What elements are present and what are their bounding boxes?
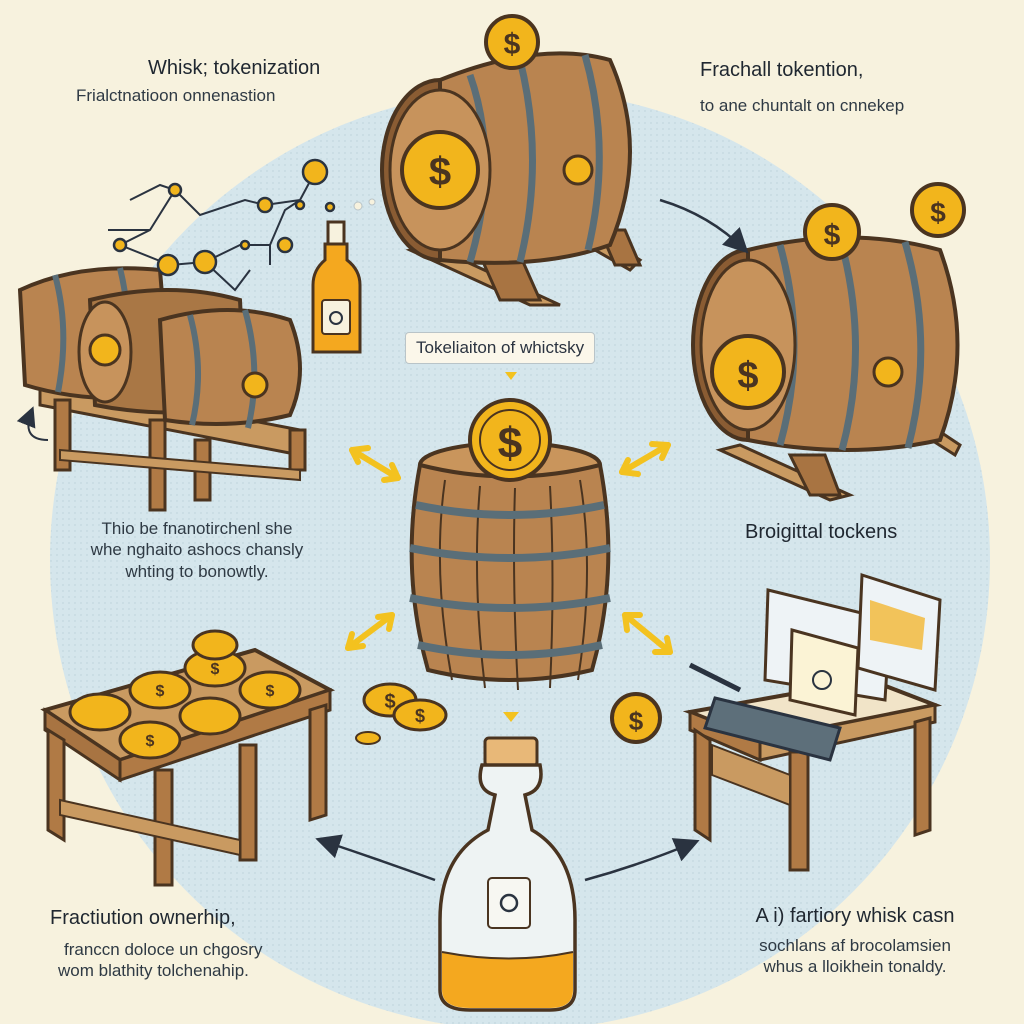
mid-left-line: Thio be fnanotirchenl she [101, 519, 293, 538]
mid-left-label: Thio be fnanotirchenl she whe nghaito as… [52, 518, 342, 582]
svg-text:$: $ [737, 355, 758, 397]
title-block: Whisk; tokenization Frialctnatioon onnen… [76, 56, 348, 106]
mid-right-text: Broigittal tockens [745, 521, 898, 543]
center-label: Tokeliaiton of whictsky [405, 332, 596, 364]
bottom-left-line: franccn doloce un chgosry [64, 940, 263, 959]
barrel-rack-icon [17, 266, 307, 512]
computer-icon [682, 572, 943, 872]
mid-left-line: whting to bonowtly. [125, 561, 269, 581]
bottom-right-line: whus a lloikhein tonaldy. [763, 957, 947, 977]
title: Whisk; tokenization [148, 57, 321, 79]
flow-arrow [315, 198, 749, 882]
coin-stack-icon: $ $ $ [355, 682, 662, 745]
svg-text:$: $ [930, 197, 946, 228]
bottom-right-label: A i) fartiory whisk casn sochlans af bro… [725, 904, 985, 978]
bottom-left-label: Fractiution ownerhip, franccn doloce un … [50, 906, 320, 982]
top-right-subtitle: to ane chuntalt on cnnekep [700, 96, 905, 115]
right-barrel-icon: $ $ $ [691, 182, 966, 502]
whisky-bottle-icon [438, 736, 577, 1012]
svg-text:$: $ [429, 150, 451, 194]
top-barrel-icon: $ $ [380, 14, 643, 307]
svg-text:$: $ [415, 706, 425, 726]
mid-right-label: Broigittal tockens [745, 520, 1015, 545]
bottom-right-line: sochlans af brocolamsien [759, 936, 951, 955]
svg-text:$: $ [384, 691, 395, 713]
svg-text:$: $ [266, 683, 275, 700]
mid-left-line: whe nghaito ashocs chansly [90, 540, 304, 560]
small-bottle-icon [311, 220, 362, 354]
bottom-right-title: A i) fartiory whisk casn [755, 905, 955, 927]
svg-text:$: $ [156, 683, 165, 700]
subtitle: Frialctnatioon onnenastion [76, 86, 276, 105]
svg-text:$: $ [146, 733, 155, 750]
crate-icon: $ $ $ $ [40, 629, 336, 887]
svg-text:$: $ [504, 28, 521, 61]
bottom-left-title: Fractiution ownerhip, [50, 907, 236, 929]
network-icon [108, 171, 316, 292]
svg-text:$: $ [629, 706, 644, 736]
svg-text:$: $ [211, 661, 220, 678]
bottom-left-line: wom blathity tolchenahip. [58, 961, 249, 981]
svg-text:$: $ [498, 419, 522, 468]
top-right-label: Frachall tokention, to ane chuntalt on c… [700, 58, 1010, 116]
double-arrow-icon [345, 441, 673, 655]
central-barrel-icon: $ [409, 398, 611, 691]
svg-text:$: $ [824, 219, 841, 252]
network-node-icon [112, 158, 336, 277]
top-right-title: Frachall tokention, [700, 59, 864, 81]
flow-arrow [16, 406, 49, 441]
